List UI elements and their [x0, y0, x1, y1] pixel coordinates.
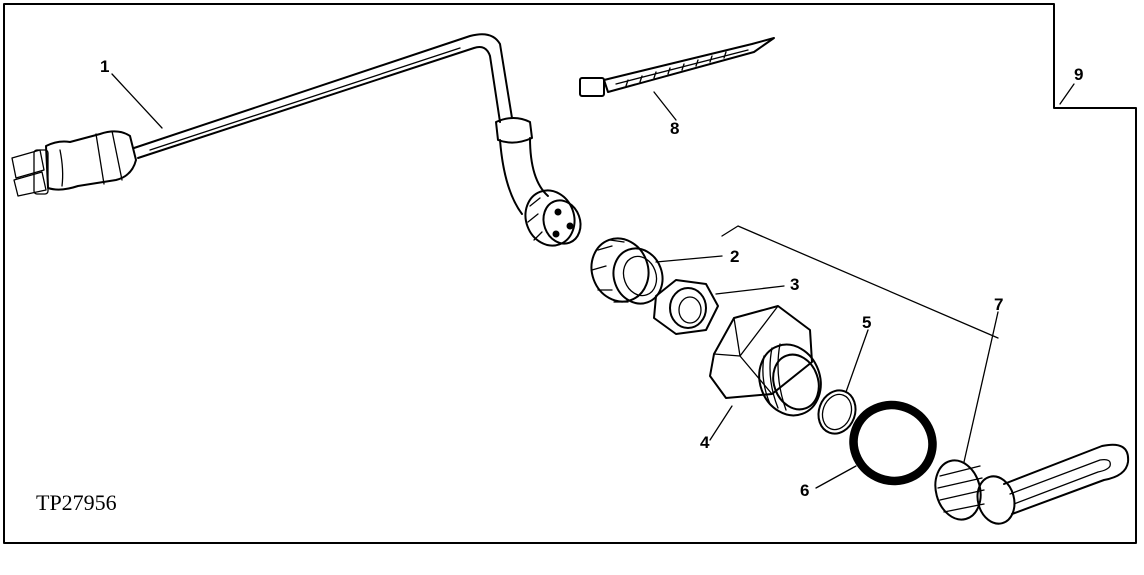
callout-3: 3 — [790, 275, 799, 294]
callout-2: 2 — [730, 247, 739, 266]
callout-5: 5 — [862, 313, 871, 332]
part-6-gasket — [849, 400, 937, 486]
callout-8: 8 — [670, 119, 679, 138]
leader-lines — [111, 73, 1075, 489]
part-7-heater-element — [934, 443, 1130, 525]
assembly-bracket — [721, 225, 999, 339]
callout-numbers: 1 2 3 4 5 6 7 8 9 — [100, 57, 1083, 500]
part-1-cable-harness — [11, 33, 582, 247]
callout-9: 9 — [1074, 65, 1083, 84]
part-5-o-ring — [817, 389, 857, 435]
callout-6: 6 — [800, 481, 809, 500]
callout-1: 1 — [100, 57, 109, 76]
callout-4: 4 — [700, 433, 710, 452]
diagram-frame — [3, 3, 1137, 544]
figure-id-label: TP27956 — [36, 490, 117, 515]
part-4-threaded-fitting — [709, 305, 822, 417]
part-2-ribbed-nut — [590, 237, 664, 305]
part-3-hex-nut — [653, 279, 719, 335]
callout-7: 7 — [994, 295, 1003, 314]
part-8-cable-tie — [579, 37, 775, 97]
